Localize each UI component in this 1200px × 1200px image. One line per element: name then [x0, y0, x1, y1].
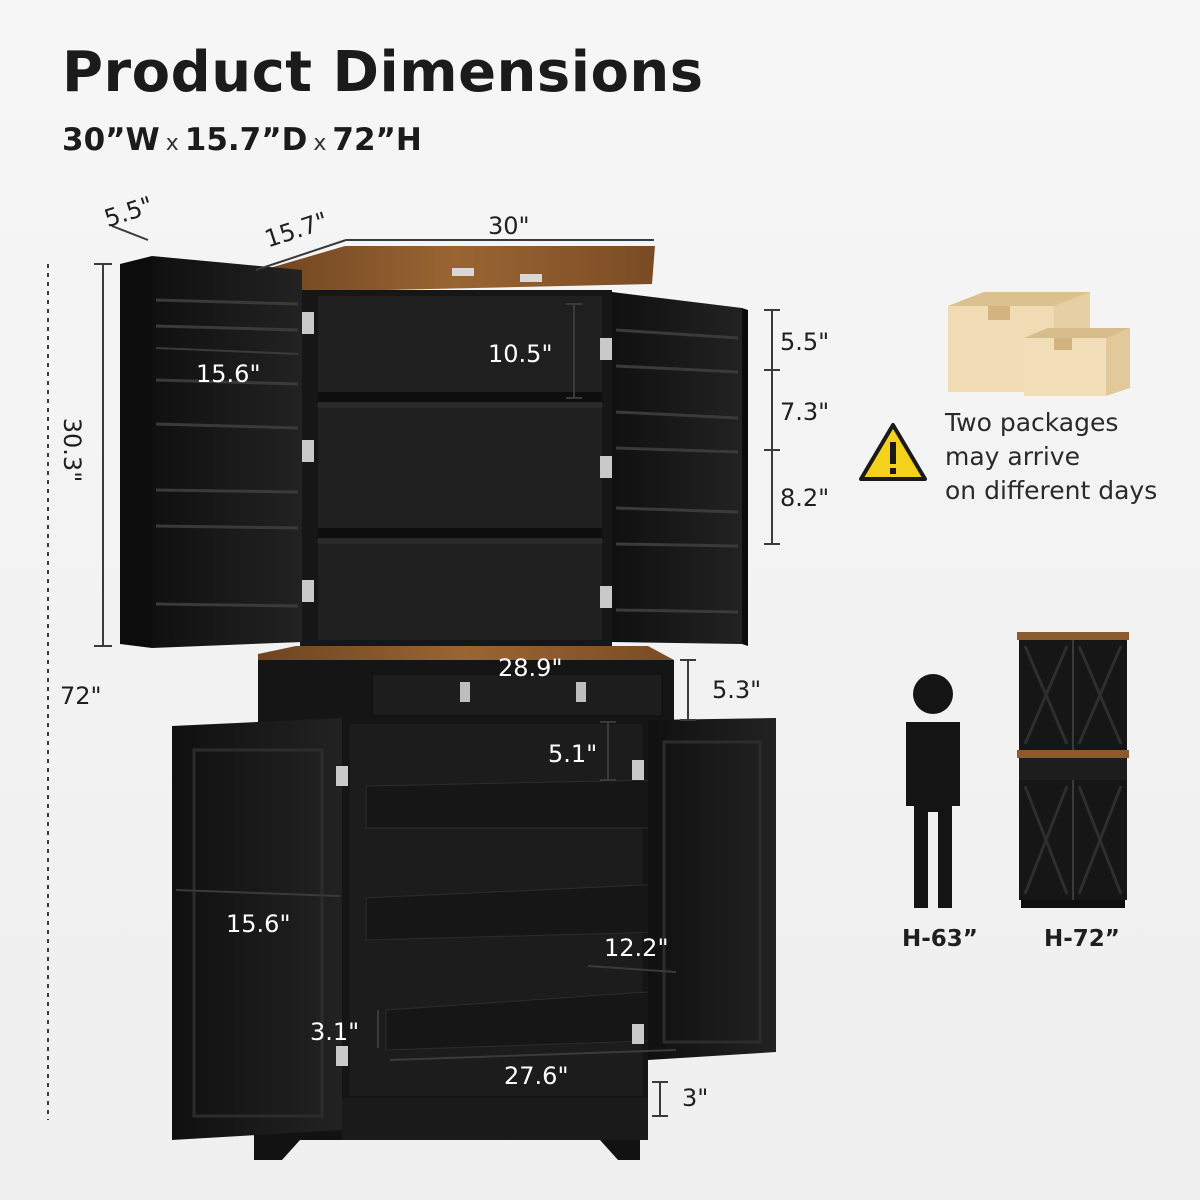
dimension-lines — [47, 225, 780, 1120]
person-silhouette-icon — [906, 674, 960, 908]
mini-cabinet-icon — [1017, 632, 1129, 908]
rack-1-label: 5.5" — [780, 328, 830, 356]
upper-cabinet — [120, 246, 748, 648]
rack-3-label: 8.2" — [780, 484, 830, 512]
notice-line-2: may arrive — [945, 442, 1080, 471]
upper-right-door — [612, 292, 742, 644]
lower-right-door — [648, 718, 776, 1060]
pullout-height-label: 3.1" — [310, 1018, 360, 1046]
overall-width: 30”W — [62, 122, 160, 158]
upper-height-label: 30.3" — [58, 417, 87, 483]
cabinet-height-label: H-72” — [1044, 926, 1120, 952]
total-height-label: 72" — [60, 682, 102, 710]
upper-left-door — [120, 256, 152, 648]
person-height-label: H-63” — [902, 926, 978, 952]
pullout-width-label: 27.6" — [504, 1062, 569, 1090]
notice-line-1: Two packages — [945, 408, 1119, 437]
drawer-width-label: 28.9" — [498, 654, 563, 682]
pullout-depth-label: 12.2" — [604, 934, 669, 962]
hinge-icons — [336, 760, 644, 1066]
handle-icon — [576, 682, 586, 702]
package-boxes-icon — [948, 292, 1130, 396]
upper-door-shelf-label: 15.6" — [196, 360, 261, 388]
left-door-racks — [155, 298, 299, 608]
rack-2-label: 7.3" — [780, 398, 830, 426]
pullout-gap-label: 5.1" — [548, 740, 598, 768]
overall-height: 72”H — [332, 122, 422, 158]
base-height-label: 3" — [682, 1084, 709, 1112]
handle-icon — [460, 682, 470, 702]
upper-shelf-2 — [318, 528, 602, 538]
right-door-racks — [615, 328, 739, 614]
times-sign: x — [165, 131, 179, 156]
page-title: Product Dimensions — [62, 40, 704, 105]
lower-left-door — [172, 718, 342, 1140]
upper-shelf-gap-label: 10.5" — [488, 340, 553, 368]
warning-icon — [859, 423, 927, 481]
hinge-icons — [302, 312, 612, 608]
light-icon — [452, 268, 474, 276]
delivery-notice: Two packages may arrive on different day… — [945, 406, 1185, 508]
overall-depth: 15.7”D — [184, 122, 308, 158]
times-sign: x — [313, 131, 327, 156]
upper-shelf-1 — [318, 392, 602, 402]
upper-interior — [318, 296, 602, 640]
drawer-height-label: 5.3" — [712, 676, 762, 704]
pullout-tray-1 — [365, 779, 657, 829]
lower-door-shelf-label: 15.6" — [226, 910, 291, 938]
light-icon — [520, 274, 542, 282]
notice-line-3: on different days — [945, 476, 1158, 505]
lower-wood-top — [258, 646, 674, 664]
lower-cabinet — [172, 646, 776, 1160]
overall-dimensions: 30”W x 15.7”D x 72”H — [62, 120, 422, 164]
top-width-label: 30" — [488, 212, 530, 240]
